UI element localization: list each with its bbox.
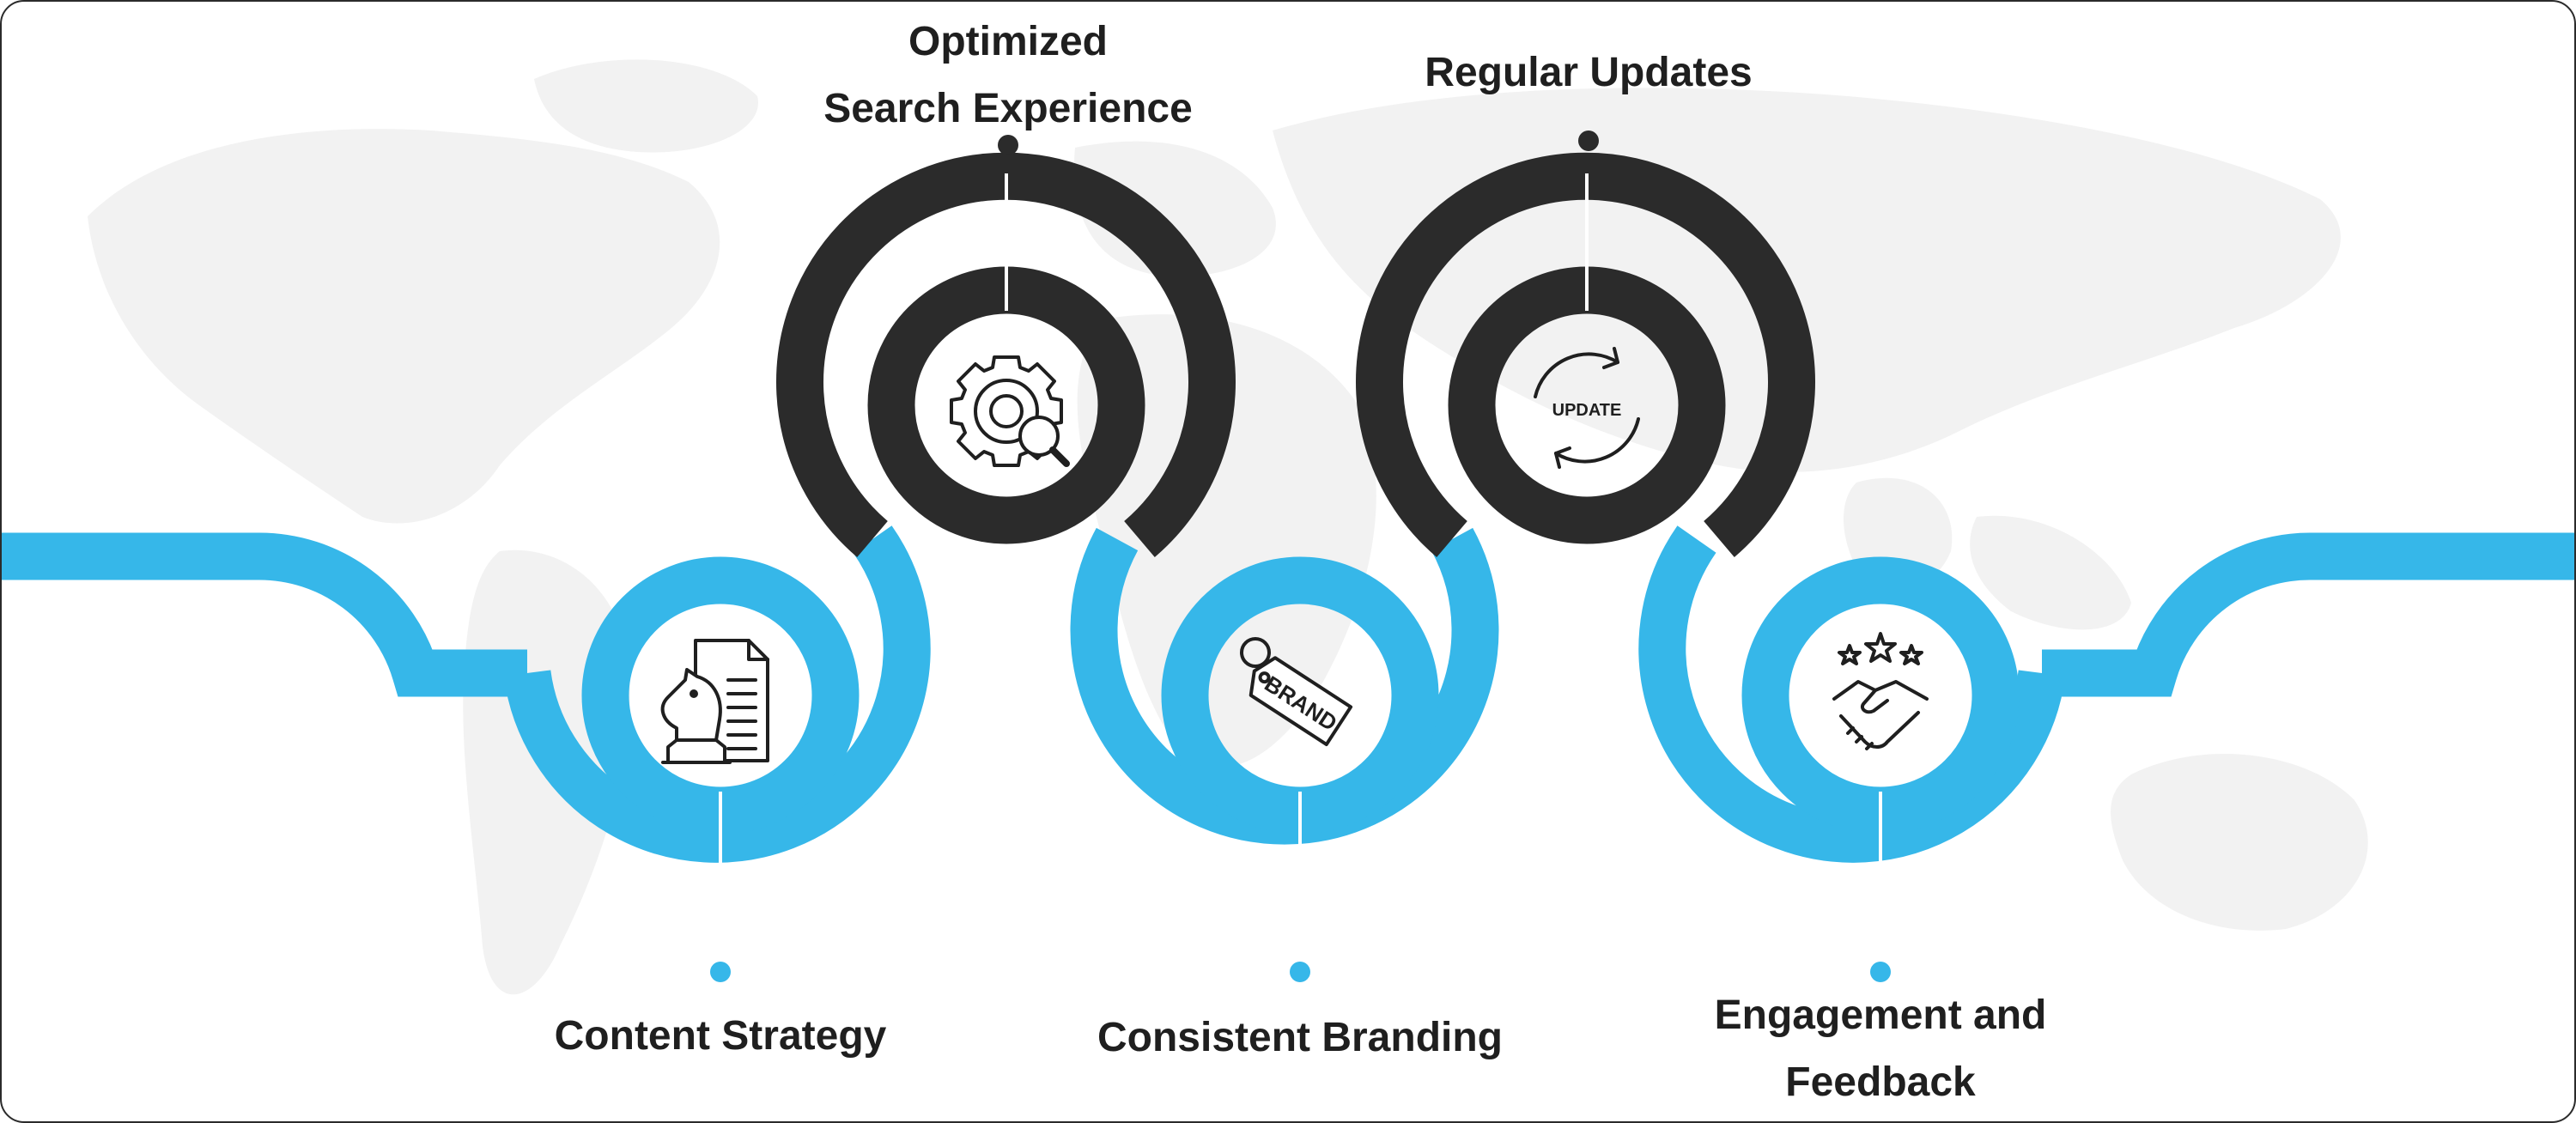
dot-content-strategy — [710, 962, 731, 982]
label-content-strategy: Content Strategy — [480, 1003, 961, 1070]
update-arrows-icon: UPDATE — [1534, 347, 1640, 469]
label-consistent-branding-text: Consistent Branding — [1097, 1015, 1503, 1060]
update-icon-text: UPDATE — [1552, 401, 1622, 420]
chess-knight-document-icon — [660, 639, 769, 764]
label-engagement-line2: Feedback — [1785, 1059, 1976, 1105]
ring-separators — [719, 173, 1882, 929]
label-content-strategy-text: Content Strategy — [554, 1013, 887, 1059]
label-engagement-feedback: Engagement and Feedback — [1623, 982, 2138, 1116]
dot-regular-updates — [1578, 131, 1599, 151]
label-optimized-search: Optimized Search Experience — [750, 9, 1266, 143]
dot-engagement-feedback — [1870, 962, 1891, 982]
gear-magnifier-icon — [950, 355, 1070, 467]
label-regular-updates: Regular Updates — [1331, 39, 1846, 106]
dot-optimized-search — [998, 135, 1018, 155]
label-engagement-line1: Engagement and — [1714, 992, 2047, 1038]
label-optimized-line1: Optimized — [908, 19, 1108, 64]
dot-consistent-branding — [1290, 962, 1310, 982]
label-consistent-branding: Consistent Branding — [1034, 1005, 1566, 1071]
handshake-stars-icon — [1832, 632, 1929, 750]
world-map-background — [88, 59, 2368, 995]
label-optimized-line2: Search Experience — [823, 86, 1193, 131]
label-regular-updates-text: Regular Updates — [1425, 50, 1753, 95]
